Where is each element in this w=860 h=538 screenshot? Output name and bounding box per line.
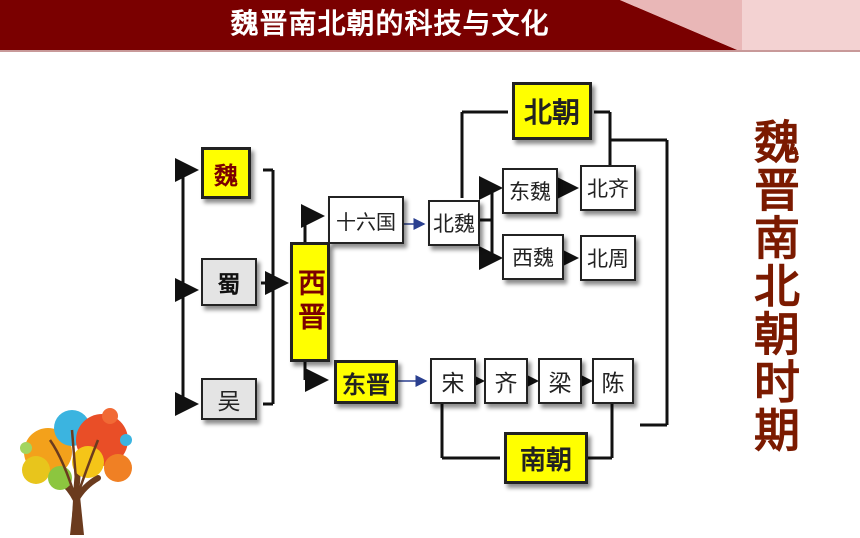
node-shiliuguo: 十六国 [328, 196, 404, 244]
node-dongjin: 东晋 [334, 360, 398, 404]
node-beiwei: 北魏 [428, 200, 480, 246]
page-title: 魏晋南北朝的科技与文化 [230, 7, 550, 40]
node-qi: 齐 [484, 358, 528, 404]
node-song: 宋 [430, 358, 476, 404]
node-dongwei: 东魏 [502, 168, 558, 214]
node-beiqi: 北齐 [580, 165, 636, 211]
node-xijin: 西晋 [290, 242, 330, 362]
node-chen: 陈 [592, 358, 634, 404]
node-shu: 蜀 [201, 258, 257, 306]
node-liang: 梁 [538, 358, 582, 404]
node-wei: 魏 [201, 147, 251, 199]
node-nanchao: 南朝 [504, 432, 588, 484]
node-beizhou: 北周 [580, 235, 636, 281]
node-wu: 吴 [201, 378, 257, 420]
side-title: 魏晋南北朝时期 [747, 118, 801, 454]
node-xiwei: 西魏 [502, 234, 564, 280]
node-beichao: 北朝 [512, 82, 592, 140]
header-banner [0, 0, 860, 52]
autumn-tree-icon [20, 408, 132, 535]
